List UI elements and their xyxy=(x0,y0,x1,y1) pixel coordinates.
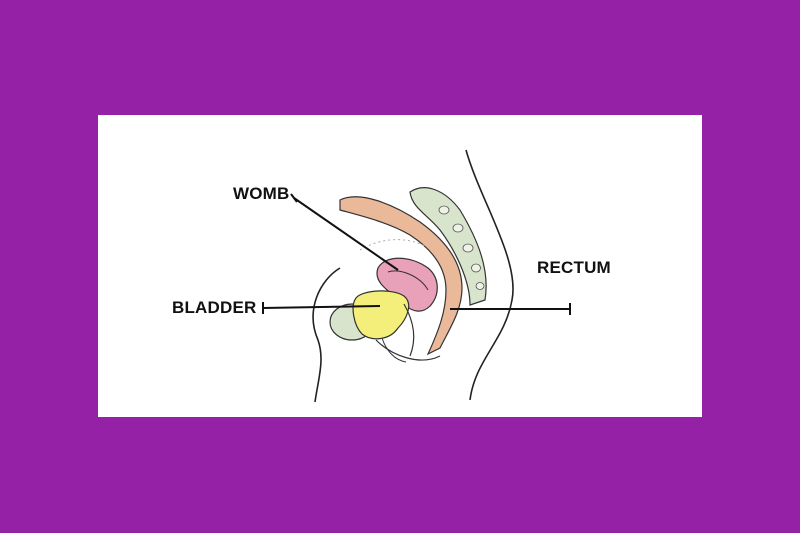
vertebra xyxy=(475,282,485,290)
peritoneum-line xyxy=(359,239,426,251)
rectum-label: RECTUM xyxy=(537,258,611,277)
vertebra xyxy=(438,205,450,215)
womb-label: WOMB xyxy=(233,184,290,203)
sacrum-bone xyxy=(409,187,487,306)
womb-leader-line xyxy=(293,197,399,271)
front-outline xyxy=(312,267,341,403)
womb-inner-line xyxy=(387,270,429,291)
bladder-organ xyxy=(352,290,410,340)
rectum-organ xyxy=(339,196,463,356)
vertebra xyxy=(452,223,464,233)
vertebra xyxy=(462,243,474,253)
urethra xyxy=(381,337,407,363)
pelvic-floor xyxy=(375,339,441,361)
womb-leader-tick xyxy=(290,193,298,203)
bladder-label: BLADDER xyxy=(172,298,257,317)
back-outline xyxy=(465,149,514,401)
vertebra xyxy=(471,263,481,273)
bladder-leader-line xyxy=(262,305,381,309)
vaginal-canal xyxy=(403,303,415,357)
